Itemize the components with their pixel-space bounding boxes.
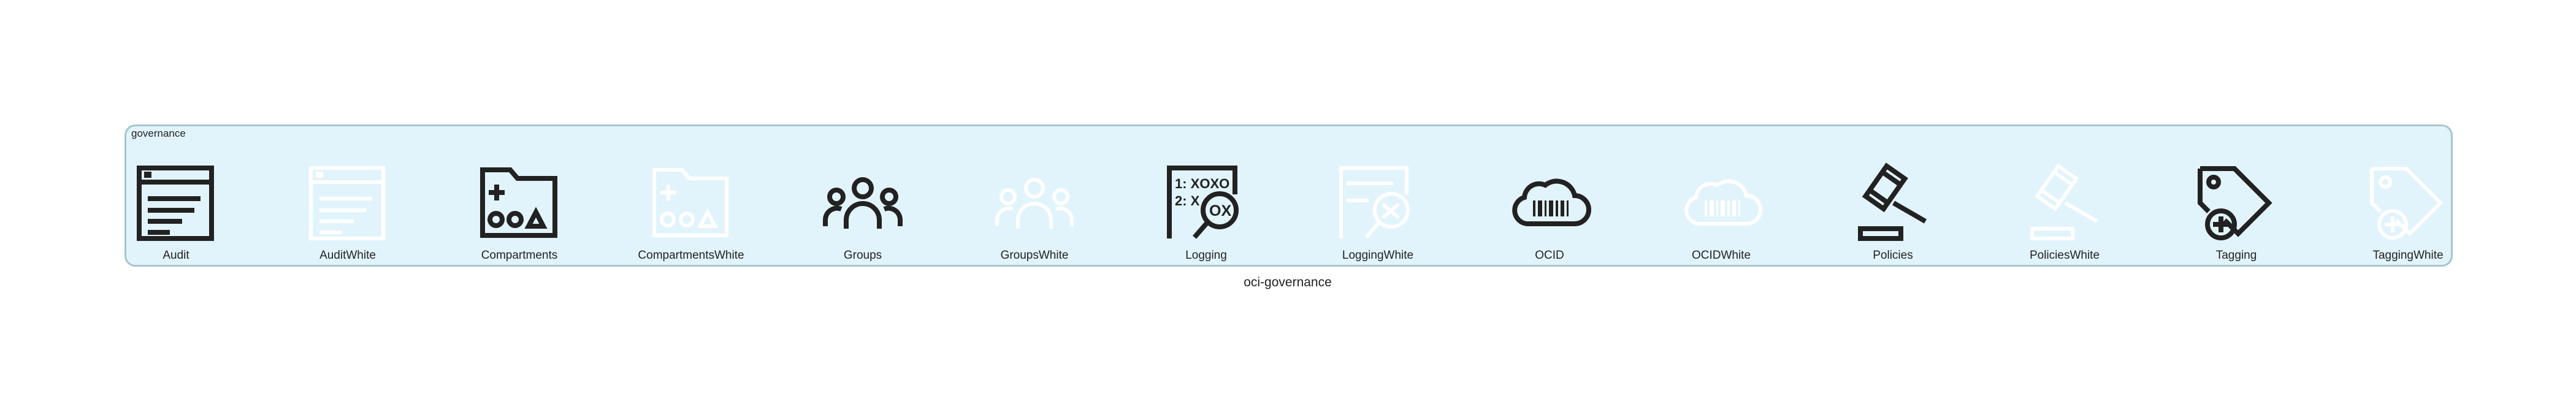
logging-glyph-line-2: 2: X [1175, 193, 1200, 208]
logging-glyph-line-1: 1: XOXO [1175, 176, 1229, 191]
ocid-icon[interactable] [1510, 165, 1591, 245]
caption-logging: Logging [1185, 249, 1227, 262]
logging-icon[interactable] [1338, 165, 1418, 245]
diagram-title: oci-governance [1244, 275, 1332, 289]
tagging-icon[interactable] [2196, 165, 2276, 245]
caption-groups-white: GroupsWhite [1000, 249, 1069, 262]
compartments-icon[interactable] [651, 165, 731, 245]
policies-icon[interactable] [2025, 163, 2104, 245]
caption-ocid-white: OCIDWhite [1691, 249, 1751, 262]
caption-audit-white: AuditWhite [319, 249, 376, 262]
logging-icon[interactable]: 1: XOXO 2: X OX [1166, 165, 1246, 245]
ocid-icon[interactable] [1681, 165, 1762, 245]
caption-audit: Audit [162, 249, 189, 262]
caption-groups: Groups [843, 249, 882, 262]
governance-container: governance Audit AuditWhite [124, 124, 2453, 267]
caption-policies-white: PoliciesWhite [2029, 249, 2100, 262]
logging-glyph-lens: OX [1209, 202, 1231, 219]
groups-icon[interactable] [822, 165, 903, 245]
groups-icon[interactable] [995, 165, 1074, 245]
caption-tagging-white: TaggingWhite [2372, 249, 2444, 262]
container-label: governance [131, 128, 186, 139]
caption-tagging: Tagging [2215, 249, 2257, 262]
tagging-icon[interactable] [2368, 165, 2448, 245]
policies-icon[interactable] [1853, 162, 1933, 245]
caption-compartments-white: CompartmentsWhite [638, 249, 744, 262]
caption-compartments: Compartments [481, 249, 558, 262]
caption-policies: Policies [1873, 249, 1913, 262]
audit-icon[interactable] [136, 165, 216, 245]
caption-logging-white: LoggingWhite [1342, 249, 1414, 262]
caption-ocid: OCID [1535, 249, 1564, 262]
audit-icon[interactable] [308, 165, 388, 245]
compartments-icon[interactable] [480, 165, 559, 245]
